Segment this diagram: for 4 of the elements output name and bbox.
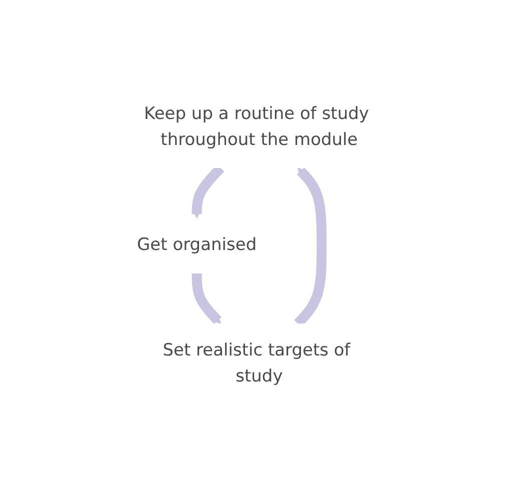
node-text: Keep up a routine of study throughout the module bbox=[144, 104, 370, 150]
node-text: Get organised bbox=[137, 234, 257, 255]
node-text: Set realistic targets of study bbox=[163, 340, 351, 386]
arrow bbox=[192, 272, 222, 324]
